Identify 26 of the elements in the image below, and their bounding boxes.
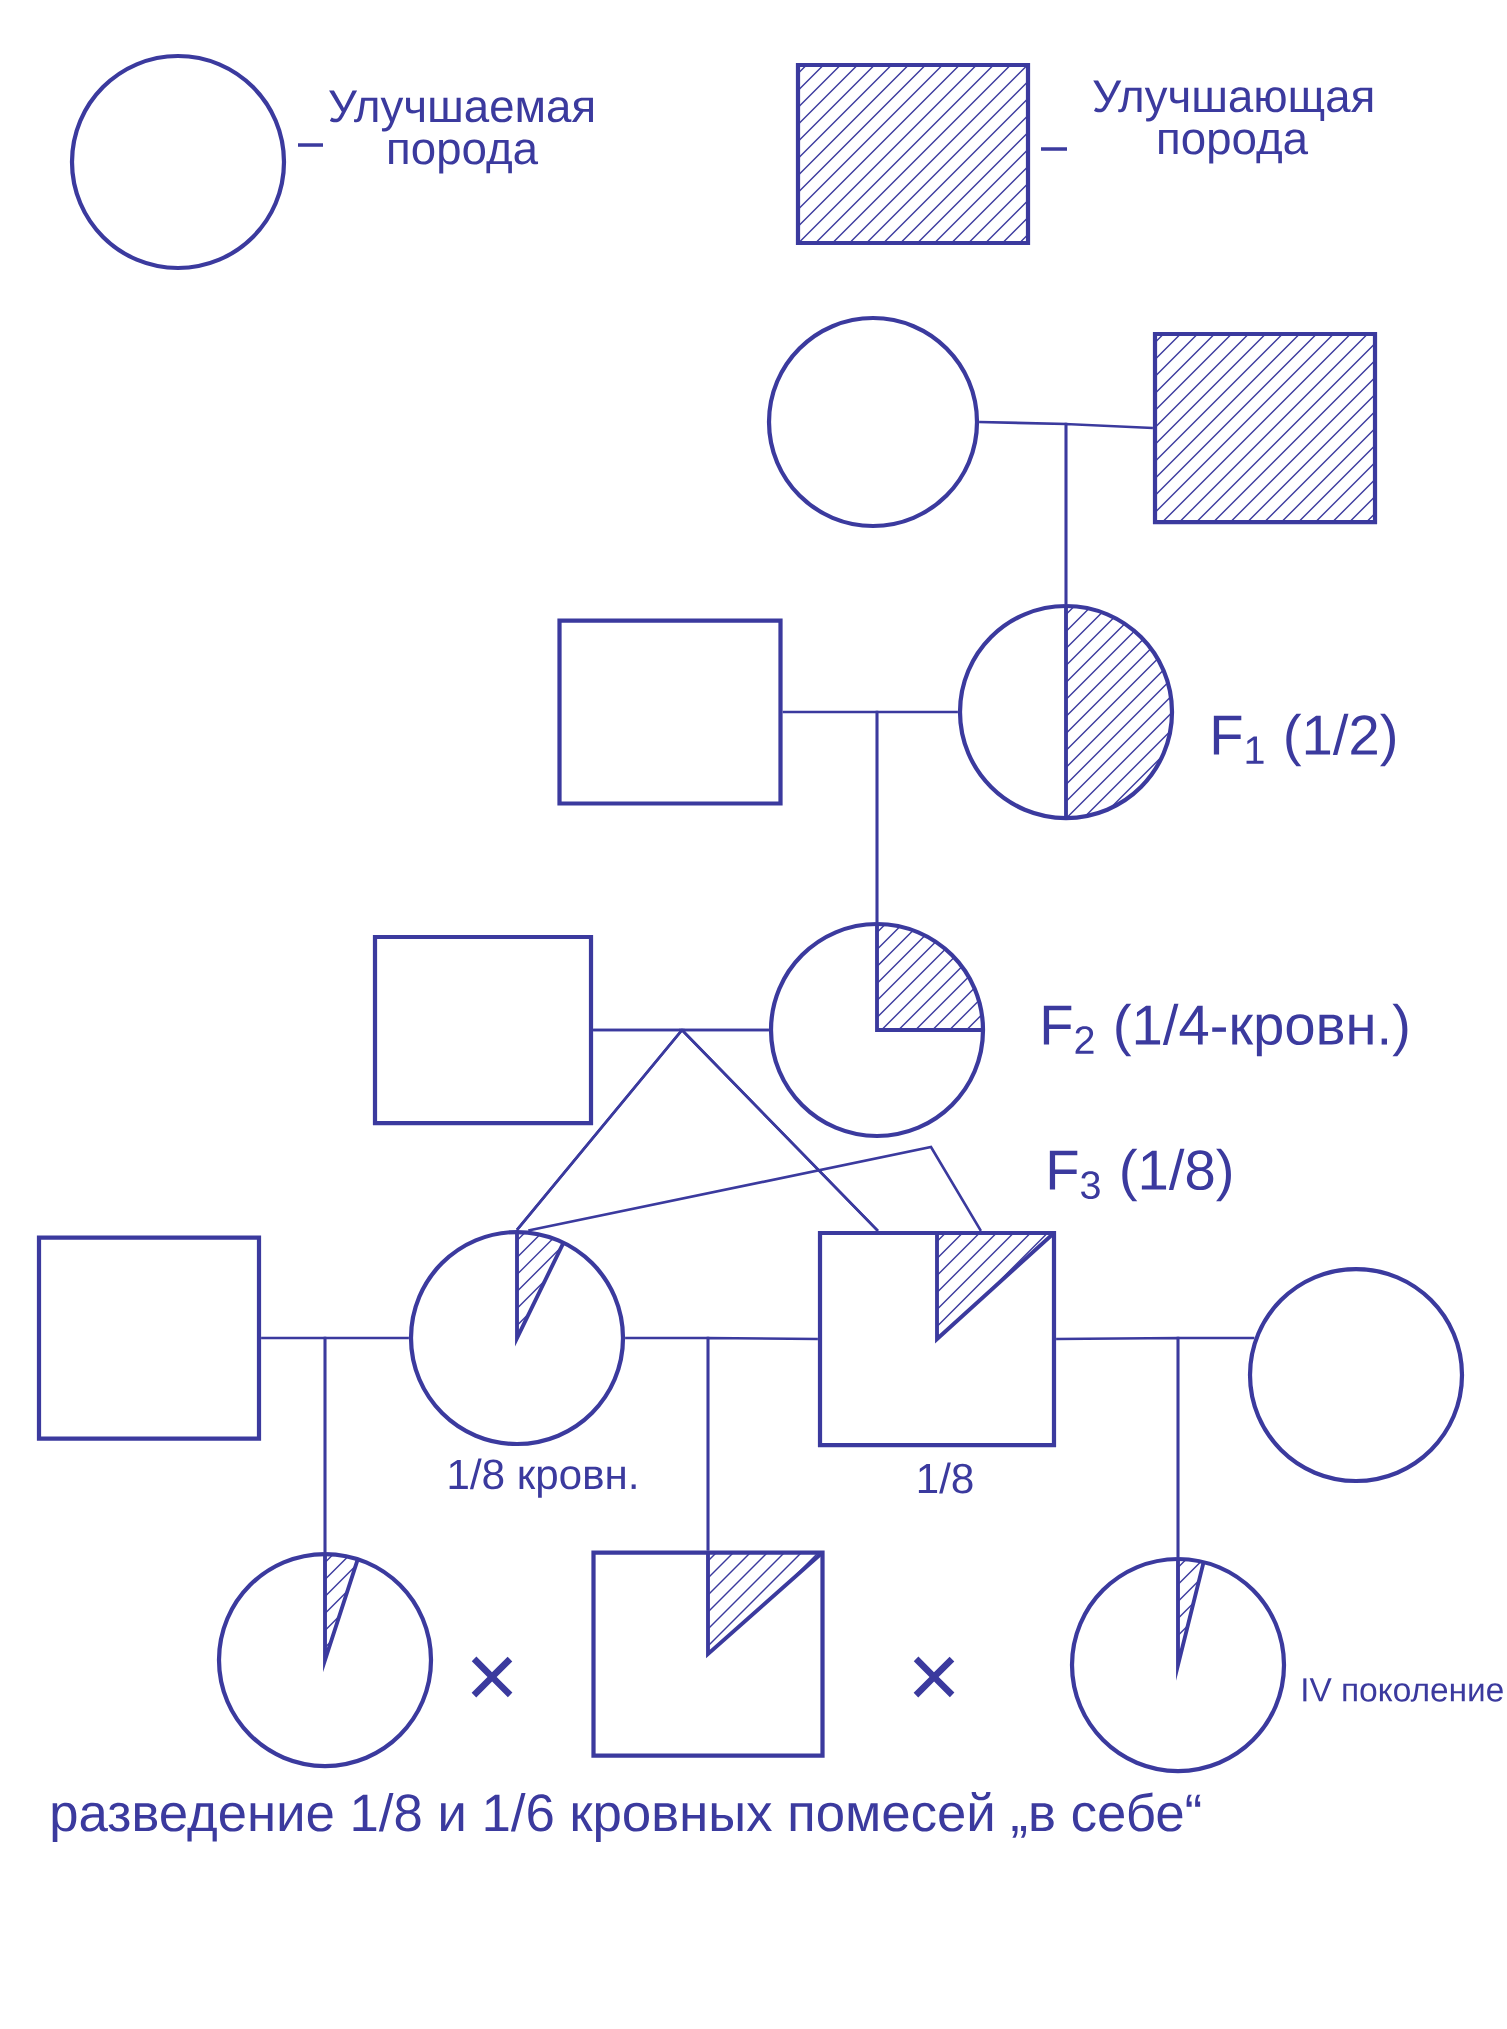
empty-circle — [1247, 1266, 1465, 1484]
quarter-hatched-circle — [768, 921, 986, 1139]
wedge-hatched-circle — [216, 1551, 434, 1769]
empty-square — [36, 1235, 262, 1441]
empty-circle — [69, 53, 287, 271]
half-hatched-circle — [957, 603, 1175, 821]
cross-sign: × — [913, 1656, 955, 1698]
generation-label: F$_{1}$ (1/2) — [1213, 713, 1395, 767]
hatched-square — [795, 62, 1031, 246]
fraction-label: 1/8 — [918, 1462, 973, 1494]
generation-label: F$_{3}$ (1/8) — [1049, 1148, 1231, 1202]
cross-sign: × — [471, 1656, 513, 1698]
breed-label: Улучшаемая порода — [329, 90, 593, 174]
corner-hatched-square — [817, 1230, 1057, 1448]
corner-hatched-square — [591, 1550, 825, 1758]
breed-label: Улучшающая порода — [1093, 80, 1373, 164]
empty-square — [557, 618, 783, 806]
generation-label: F$_{2}$ (1/4-кровн.) — [1043, 1003, 1408, 1057]
wedge-hatched-circle — [408, 1229, 626, 1447]
wedge-hatched-circle — [1069, 1556, 1287, 1774]
empty-square — [372, 934, 594, 1126]
generation-label: IV поколение — [1303, 1678, 1503, 1702]
hatched-square — [1152, 331, 1378, 525]
fraction-label: 1/8 кровн. — [449, 1458, 636, 1498]
empty-circle — [766, 315, 980, 529]
note-text: разведение 1/8 и 1/6 кровных помесей „в себе“ — [52, 1792, 1201, 1843]
